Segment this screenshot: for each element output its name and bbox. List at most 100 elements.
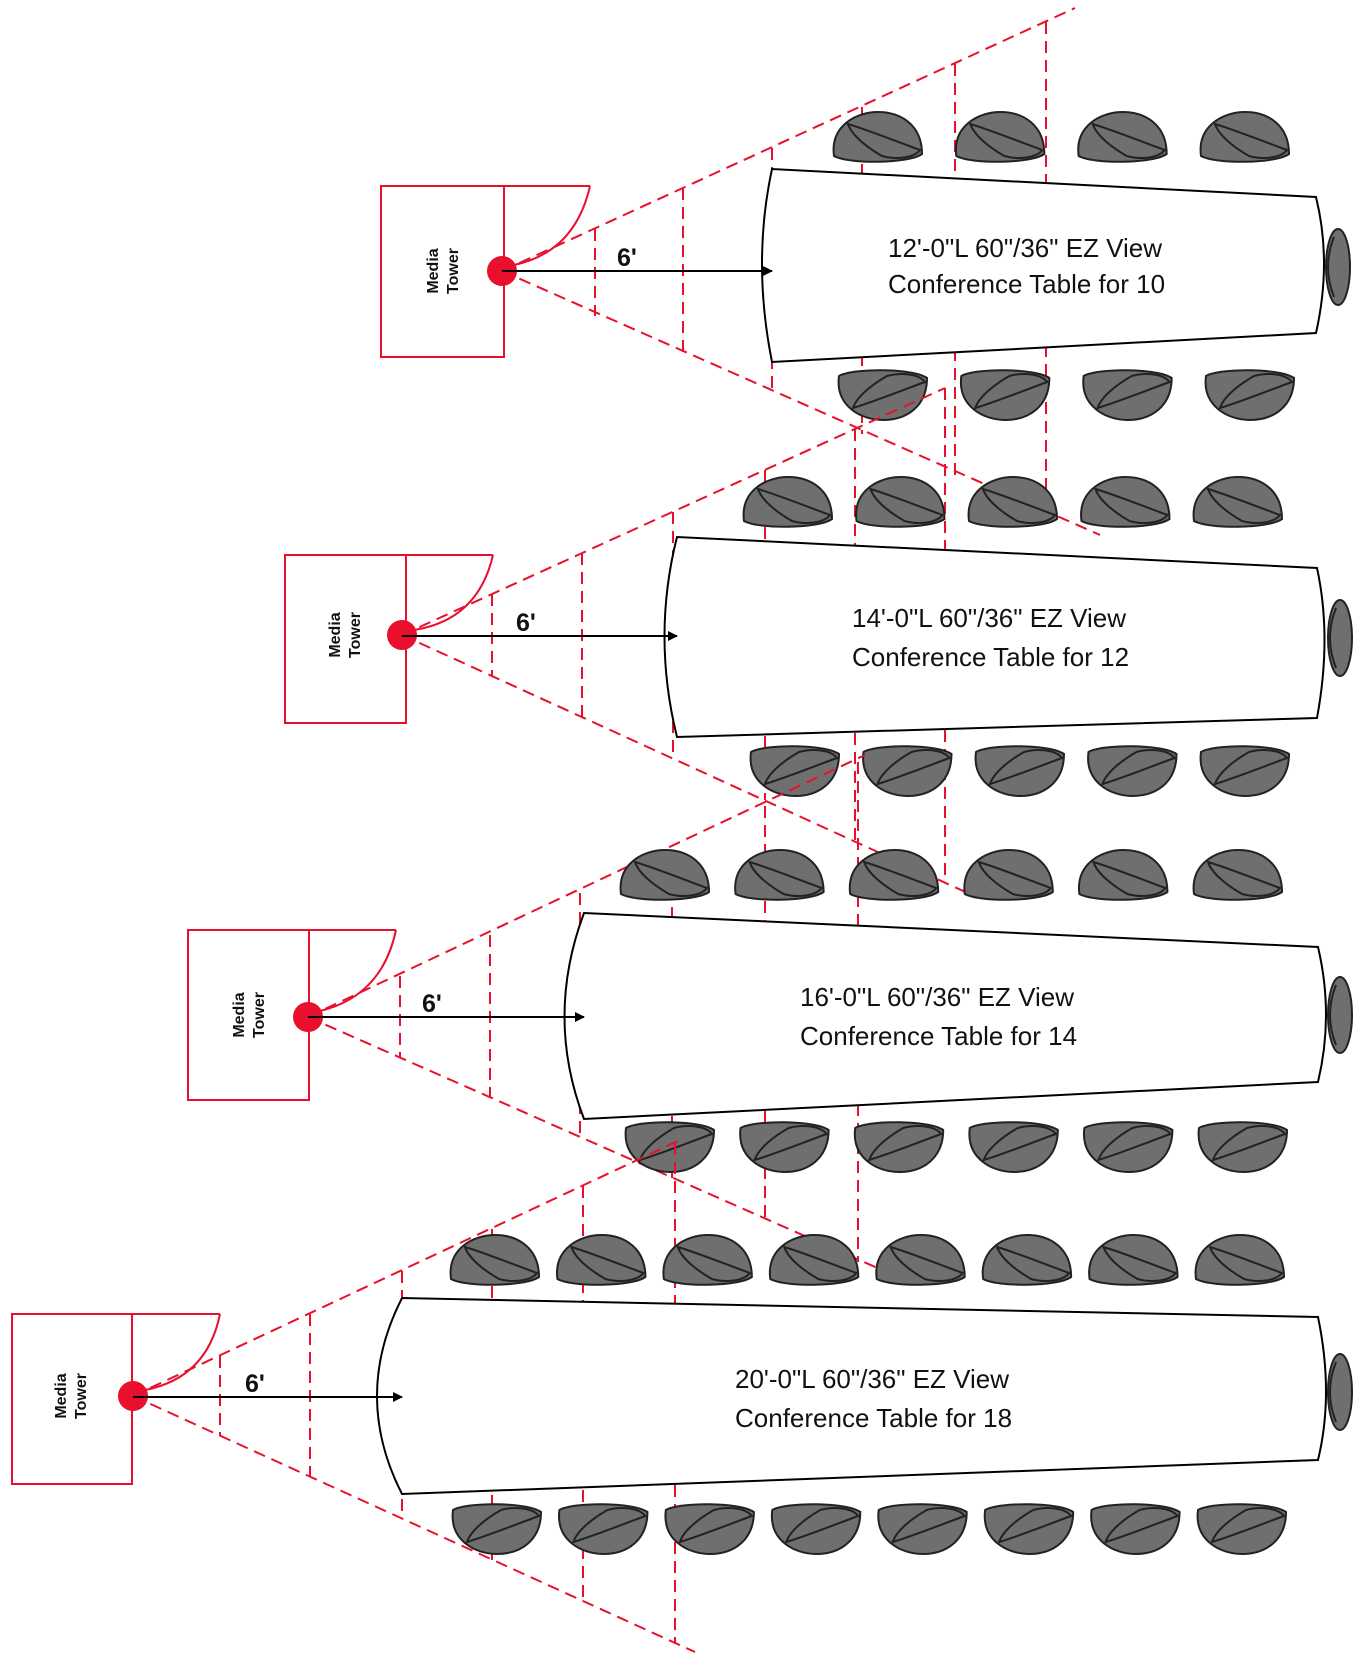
tower-label-media: Media — [53, 1373, 70, 1418]
chair-icon — [960, 369, 1051, 422]
chair-icon — [848, 848, 940, 901]
chair-icon — [1078, 848, 1169, 901]
chair-icon — [968, 1121, 1059, 1174]
tower-box — [380, 185, 505, 358]
chair-icon — [749, 745, 841, 798]
chairs-top — [449, 1233, 1286, 1286]
media-tower: Media Tower — [380, 185, 591, 358]
media-tower: Media Tower — [284, 554, 494, 724]
chair-icon — [1087, 745, 1178, 798]
tower-box — [11, 1313, 133, 1485]
tower-door-swing — [513, 185, 591, 266]
layout-14ft: Media Tower 6' 14'-0"L 60"/36" EZ View C… — [284, 387, 1353, 896]
chair-icon — [837, 369, 929, 422]
table-label-line-1: 20'-0"L 60"/36" EZ View — [735, 1364, 1009, 1394]
table-14ft — [663, 535, 1326, 739]
table-label-line-2: Conference Table for 12 — [852, 642, 1129, 672]
chair-icon — [877, 1503, 968, 1556]
chairs-bottom — [624, 1121, 1289, 1174]
chair-icon — [556, 1233, 647, 1286]
chair-icon — [832, 110, 924, 163]
end-chair-seat — [1329, 607, 1337, 669]
conference-table — [761, 167, 1325, 364]
end-chair-seat — [1329, 984, 1337, 1046]
chair-icon — [1083, 1121, 1174, 1174]
chair-icon — [1196, 1503, 1288, 1556]
end-chair — [1327, 976, 1353, 1054]
chair-icon — [875, 1233, 966, 1286]
end-chair-seat — [1329, 1361, 1337, 1423]
chair-icon — [1194, 1233, 1286, 1286]
chair-icon — [768, 1233, 860, 1286]
chair-icon — [619, 848, 711, 901]
chair-icon — [967, 475, 1059, 528]
chair-icon — [855, 475, 946, 528]
conference-table — [663, 535, 1326, 739]
chair-icon — [1088, 1233, 1179, 1286]
tower-box — [187, 929, 310, 1101]
table-label-line-2: Conference Table for 10 — [888, 269, 1165, 299]
end-chair-icon — [1325, 228, 1351, 306]
chair-icon — [963, 848, 1054, 901]
tower-label-media: Media — [327, 612, 344, 657]
tower-label-tower: Tower — [445, 248, 462, 294]
chair-icon — [983, 1503, 1075, 1556]
conference-table — [376, 1296, 1327, 1496]
chair-icon — [1077, 110, 1168, 163]
tower-label-tower: Tower — [73, 1373, 90, 1419]
chair-icon — [981, 1233, 1073, 1286]
table-12ft — [761, 167, 1325, 364]
chair-icon — [734, 848, 825, 901]
chairs-bottom — [451, 1503, 1288, 1556]
chair-icon — [664, 1503, 755, 1556]
conference-table — [563, 911, 1327, 1121]
chair-icon — [451, 1503, 543, 1556]
layout-16ft: Media Tower 6' 16'-0"L 60"/36" EZ View C… — [187, 754, 1353, 1271]
tower-door-swing — [319, 929, 397, 1012]
chairs-top — [742, 475, 1284, 528]
media-tower: Media Tower — [11, 1313, 221, 1485]
distance-label: 6' — [245, 1370, 265, 1398]
table-16ft — [563, 911, 1327, 1121]
table-label-line-2: Conference Table for 18 — [735, 1403, 1012, 1433]
end-chair-icon — [1327, 599, 1353, 677]
chairs-bottom — [837, 369, 1296, 422]
end-chair — [1325, 228, 1351, 306]
end-chair-seat — [1327, 236, 1335, 298]
chair-icon — [853, 1121, 945, 1174]
table-label-line-2: Conference Table for 14 — [800, 1021, 1077, 1051]
chair-icon — [742, 475, 834, 528]
chair-icon — [558, 1503, 649, 1556]
end-chair-icon — [1327, 976, 1353, 1054]
chair-icon — [1192, 848, 1284, 901]
chair-icon — [1090, 1503, 1181, 1556]
chair-icon — [1197, 1121, 1289, 1174]
table-20ft — [376, 1296, 1327, 1496]
chair-icon — [1192, 475, 1284, 528]
chairs-bottom — [749, 745, 1291, 798]
chair-icon — [770, 1503, 862, 1556]
media-tower: Media Tower — [187, 929, 397, 1101]
chair-icon — [955, 110, 1046, 163]
end-chair — [1327, 1353, 1353, 1431]
layout-12ft: Media Tower 6' 12'-0"L 60"/36" EZ View C… — [380, 7, 1351, 536]
chair-icon — [1080, 475, 1171, 528]
distance-label: 6' — [422, 990, 442, 1018]
tower-door-swing — [413, 554, 494, 631]
tower-label-tower: Tower — [251, 992, 268, 1038]
chair-icon — [1204, 369, 1296, 422]
chair-icon — [739, 1121, 830, 1174]
chair-icon — [974, 745, 1066, 798]
distance-label: 6' — [516, 609, 536, 637]
chair-icon — [624, 1121, 716, 1174]
chairs-top — [832, 110, 1291, 163]
distance-label: 6' — [617, 244, 637, 272]
end-chair-icon — [1327, 1353, 1353, 1431]
table-label-line-1: 16'-0"L 60"/36" EZ View — [800, 982, 1074, 1012]
chair-icon — [1082, 369, 1173, 422]
tower-door-swing — [144, 1313, 221, 1391]
chair-icon — [1199, 745, 1291, 798]
layout-20ft: Media Tower 6' 20'-0"L 60"/36" EZ View C… — [11, 1139, 1353, 1653]
